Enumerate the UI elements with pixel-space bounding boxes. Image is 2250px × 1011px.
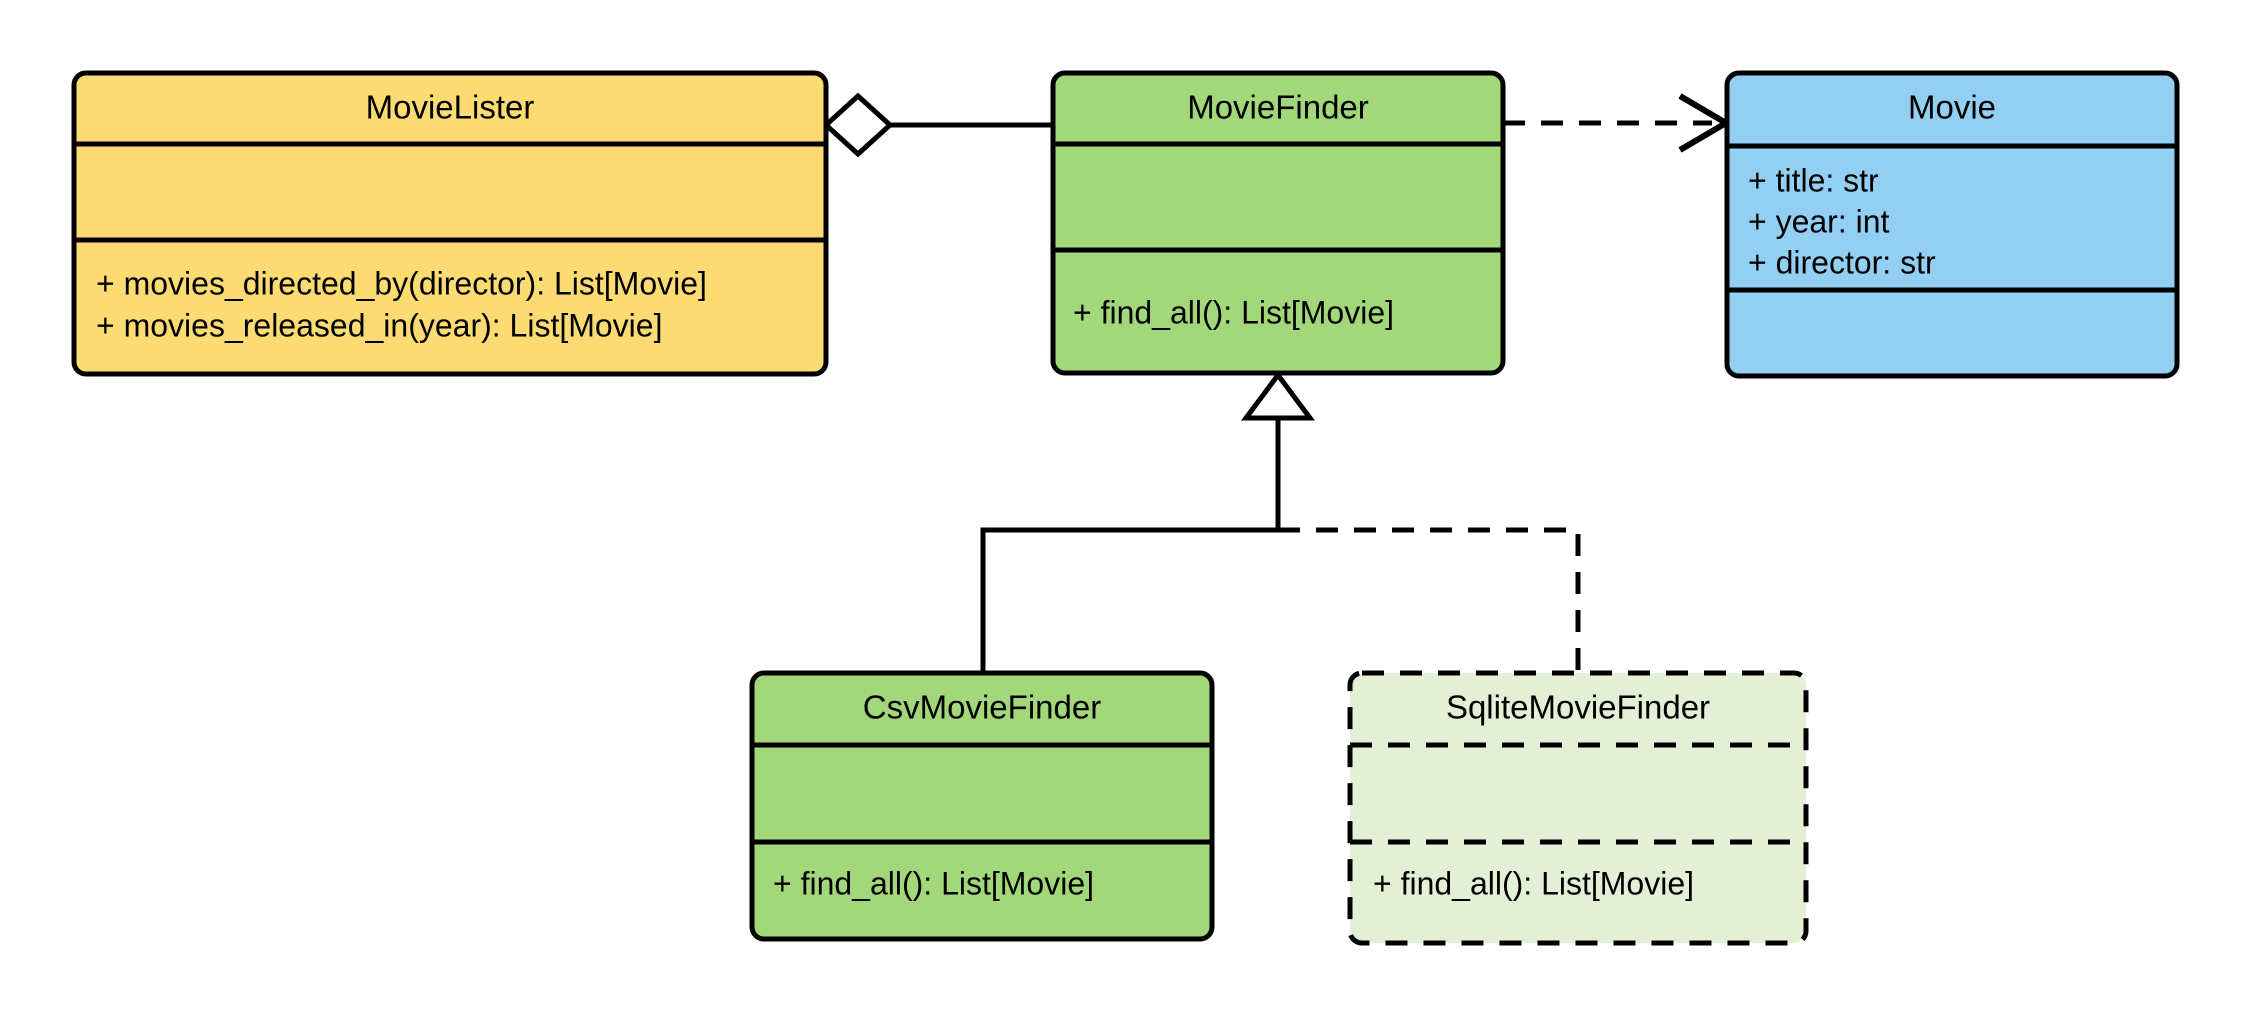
- class-box-movie-finder[interactable]: MovieFinder + find_all(): List[Movie]: [1050, 70, 1506, 376]
- movie-lister-frame: [71, 70, 829, 377]
- movie-frame: [1724, 70, 2180, 379]
- movie-attribute-2: + director: str: [1748, 244, 1936, 280]
- class-box-sqlite-movie-finder[interactable]: SqliteMovieFinder + find_all(): List[Mov…: [1347, 670, 1809, 946]
- hollow-diamond-icon: [822, 92, 894, 158]
- movie-lister-title: MovieLister: [366, 89, 535, 126]
- generalization-dashed-line: [1278, 527, 1581, 673]
- sqlite-movie-finder-title: SqliteMovieFinder: [1446, 689, 1710, 726]
- movie-lister-method-0: + movies_directed_by(director): List[Mov…: [96, 265, 707, 301]
- sqlite-movie-finder-method-0: + find_all(): List[Movie]: [1373, 865, 1694, 901]
- movie-title: Movie: [1908, 89, 1996, 126]
- movie-finder-frame: [1050, 70, 1506, 376]
- csv-movie-finder-method-0: + find_all(): List[Movie]: [773, 865, 1094, 901]
- csv-movie-finder-title: CsvMovieFinder: [863, 689, 1101, 726]
- class-box-movie-lister[interactable]: MovieLister + movies_directed_by(directo…: [71, 70, 829, 377]
- relationship-aggregation-lister-finder[interactable]: [822, 92, 1053, 158]
- relationship-generalization-sqlite-finder[interactable]: [1278, 527, 1581, 673]
- csv-movie-finder-frame: [749, 670, 1215, 942]
- movie-finder-method-0: + find_all(): List[Movie]: [1073, 294, 1394, 330]
- relationship-dependency-finder-movie[interactable]: [1503, 93, 1732, 153]
- class-box-csv-movie-finder[interactable]: CsvMovieFinder + find_all(): List[Movie]: [749, 670, 1215, 942]
- hollow-triangle-icon: [1241, 370, 1315, 421]
- movie-attribute-0: + title: str: [1748, 162, 1879, 198]
- class-box-movie[interactable]: Movie + title: str + year: int + directo…: [1724, 70, 2180, 379]
- movie-attribute-1: + year: int: [1748, 203, 1890, 239]
- sqlite-movie-finder-frame: [1347, 670, 1809, 946]
- movie-lister-method-1: + movies_released_in(year): List[Movie]: [96, 307, 662, 343]
- relationship-generalization-csv-finder[interactable]: [980, 413, 1281, 673]
- movie-finder-title: MovieFinder: [1187, 89, 1369, 126]
- generalization-solid-line: [980, 413, 1281, 673]
